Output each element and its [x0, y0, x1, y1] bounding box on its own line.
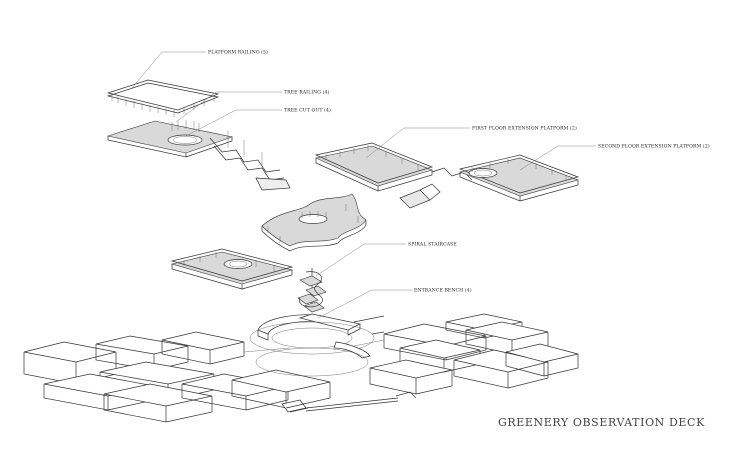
tree-cut-out-label: TREE CUT OUT (4) — [284, 107, 331, 114]
platform-railing-label: PLATFORM RAILING (5) — [208, 49, 268, 56]
curved-central-platform-part — [261, 193, 367, 252]
first-floor-extension-platform-part — [314, 142, 473, 209]
platform-railing-part — [106, 79, 220, 117]
entrance-bench-label: ENTRANCE BENCH (4) — [414, 287, 472, 294]
ground-plan-part — [23, 313, 579, 423]
drawing-title: GREENERY OBSERVATION DECK — [498, 416, 705, 429]
tree-cut-out-platform-part — [106, 120, 291, 191]
spiral-staircase-part — [297, 268, 327, 313]
second-floor-extension-platform-label: SECOND FLOOR EXTENSION PLATFORM (2) — [598, 143, 710, 150]
entrance-bench-part — [249, 313, 375, 359]
spiral-staircase-label: SPIRAL STAIRCASE — [408, 242, 457, 248]
callout-leaders — [131, 51, 596, 319]
tree-railing-label: TREE RAILING (4) — [284, 89, 330, 96]
first-floor-extension-platform-label: FIRST FLOOR EXTENSION PLATFORM (2) — [472, 125, 577, 132]
lower-platform-part — [170, 248, 294, 290]
second-floor-extension-platform-part — [458, 154, 580, 202]
